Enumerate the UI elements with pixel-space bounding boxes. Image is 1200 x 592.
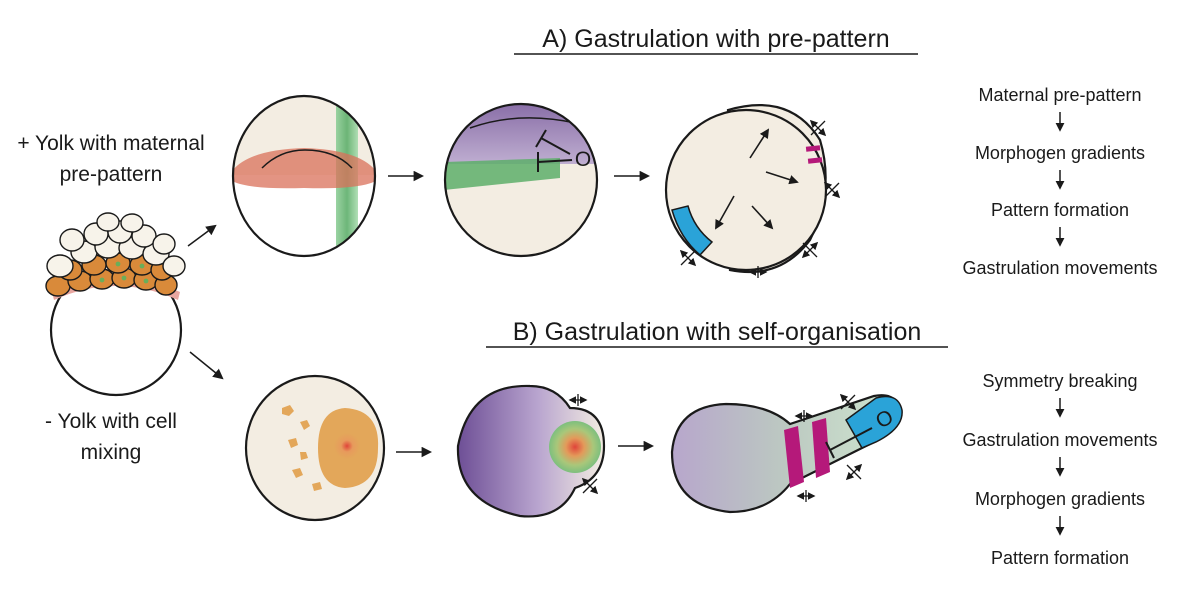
red-pre-pattern-band xyxy=(233,148,375,189)
embryo-a1-banded xyxy=(231,94,377,258)
cyan-domain-a xyxy=(671,205,714,257)
embryo-b2-symmetry-break xyxy=(456,384,606,518)
starting-embryo xyxy=(45,212,186,397)
green-nuclei xyxy=(99,261,149,284)
inhibition-motif-a xyxy=(535,129,573,172)
embryo-b3-elongation: O xyxy=(670,393,903,514)
flow-self-organisation: Symmetry breaking Gastrulation movements… xyxy=(962,371,1157,568)
flow-b-step-1: Symmetry breaking xyxy=(982,371,1137,391)
white-cell-cluster xyxy=(46,212,186,278)
scattered-yolk-cells xyxy=(282,405,322,491)
flow-pre-pattern: Maternal pre-pattern Morphogen gradients… xyxy=(962,85,1157,278)
movement-marks-a xyxy=(679,119,841,278)
flow-b-step-3: Morphogen gradients xyxy=(975,489,1145,509)
embryo-a3-movements xyxy=(664,103,841,278)
b2-body xyxy=(456,384,606,518)
arrow-to-pre-pattern xyxy=(187,224,217,247)
title-gastrulation-self-organisation: B) Gastrulation with self-organisation xyxy=(513,318,922,346)
green-gradient-band xyxy=(445,158,560,190)
inhibition-symbol-a: O xyxy=(575,148,591,171)
flow-b-step-4: Pattern formation xyxy=(991,548,1129,568)
flow-a-step-2: Morphogen gradients xyxy=(975,143,1145,163)
magenta-stripes-a xyxy=(805,145,823,164)
label-yolk-mixing-line1: - Yolk with cell xyxy=(45,410,177,433)
embryo-b1-mixing xyxy=(244,374,386,522)
label-yolk-maternal-line2: pre-pattern xyxy=(60,163,163,186)
label-yolk-mixing-line2: mixing xyxy=(81,441,142,464)
magenta-stripes-b xyxy=(784,418,830,488)
embryo-a2-gradients: O xyxy=(443,102,599,258)
flow-a-step-3: Pattern formation xyxy=(991,200,1129,220)
internal-arrows xyxy=(715,128,799,230)
b2-organiser-spot xyxy=(549,421,601,473)
flow-b-step-2: Gastrulation movements xyxy=(962,430,1157,450)
title-gastrulation-pre-pattern: A) Gastrulation with pre-pattern xyxy=(542,25,889,53)
movement-marks-b3 xyxy=(794,393,863,502)
movement-marks-b2 xyxy=(568,394,599,495)
label-yolk-maternal-line1: + Yolk with maternal xyxy=(17,132,204,155)
b3-body xyxy=(670,394,902,514)
arrow-to-self-organisation xyxy=(189,351,224,380)
flow-a-step-4: Gastrulation movements xyxy=(962,258,1157,278)
red-centre xyxy=(334,433,360,459)
flow-a-step-1: Maternal pre-pattern xyxy=(978,85,1141,105)
inhibition-motif-b xyxy=(825,427,873,459)
